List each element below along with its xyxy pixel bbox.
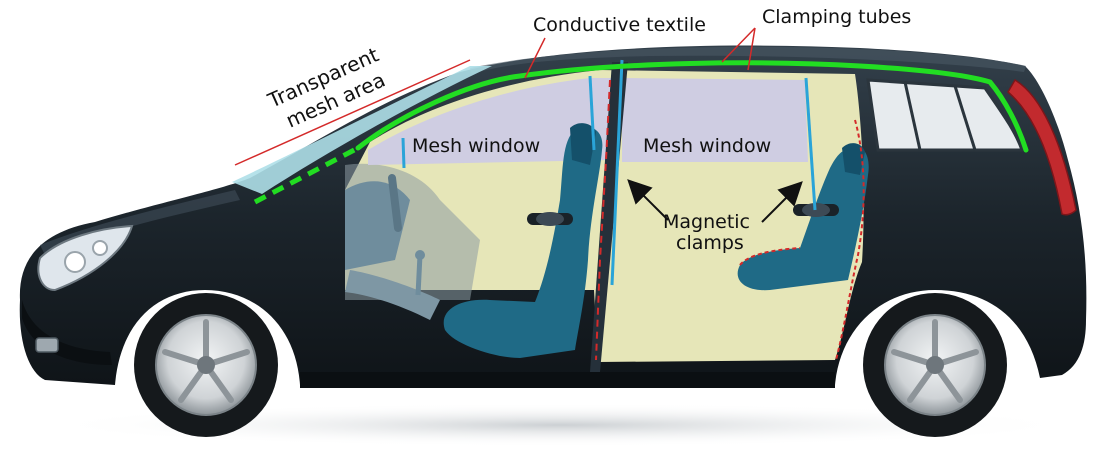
wheel-front-icon <box>134 293 278 437</box>
magnetic-clamp-line-rear <box>835 119 865 361</box>
tail-light <box>1007 78 1077 216</box>
rear-quarter-window <box>866 78 1025 152</box>
dashboard <box>345 174 440 320</box>
rear-seat <box>737 143 869 291</box>
blue-strip-rear <box>804 77 817 211</box>
door-handle-front-icon <box>527 212 573 226</box>
pointer-conductive-textile <box>524 37 546 79</box>
fog-light <box>35 337 59 353</box>
pointer-clamping-tube-1 <box>721 27 756 63</box>
ground-shadow <box>40 403 1080 447</box>
magnetic-clamp-line-front <box>595 79 611 361</box>
blue-strip-front-pillar <box>588 75 596 151</box>
blue-strip-b-pillar <box>610 59 624 286</box>
mesh-window-rear-shape <box>622 78 808 162</box>
wheel-rear-icon <box>863 293 1007 437</box>
label-mesh-window-front: Mesh window <box>412 135 540 157</box>
arrow-magnetic-front <box>627 179 669 221</box>
pointer-clamping-tube-2 <box>747 27 756 71</box>
magnetic-clamp-line-rear-seat <box>739 247 801 266</box>
clamping-tube-line <box>355 60 1029 153</box>
label-magnetic-clamps-2: clamps <box>676 232 744 254</box>
windshield-mesh-area <box>232 66 492 194</box>
door-handle-rear-icon <box>793 203 839 217</box>
label-mesh-window-rear: Mesh window <box>643 135 771 157</box>
headlight <box>37 224 134 292</box>
front-seat <box>443 123 603 358</box>
label-magnetic-clamps-1: Magnetic <box>663 211 750 233</box>
mesh-window-front-shape <box>368 78 612 165</box>
label-conductive-textile: Conductive textile <box>533 14 706 36</box>
blue-strip-front <box>401 137 406 169</box>
arrow-magnetic-rear <box>761 181 803 223</box>
label-clamping-tubes: Clamping tubes <box>762 6 911 28</box>
transparent-mesh-underline <box>234 59 471 166</box>
